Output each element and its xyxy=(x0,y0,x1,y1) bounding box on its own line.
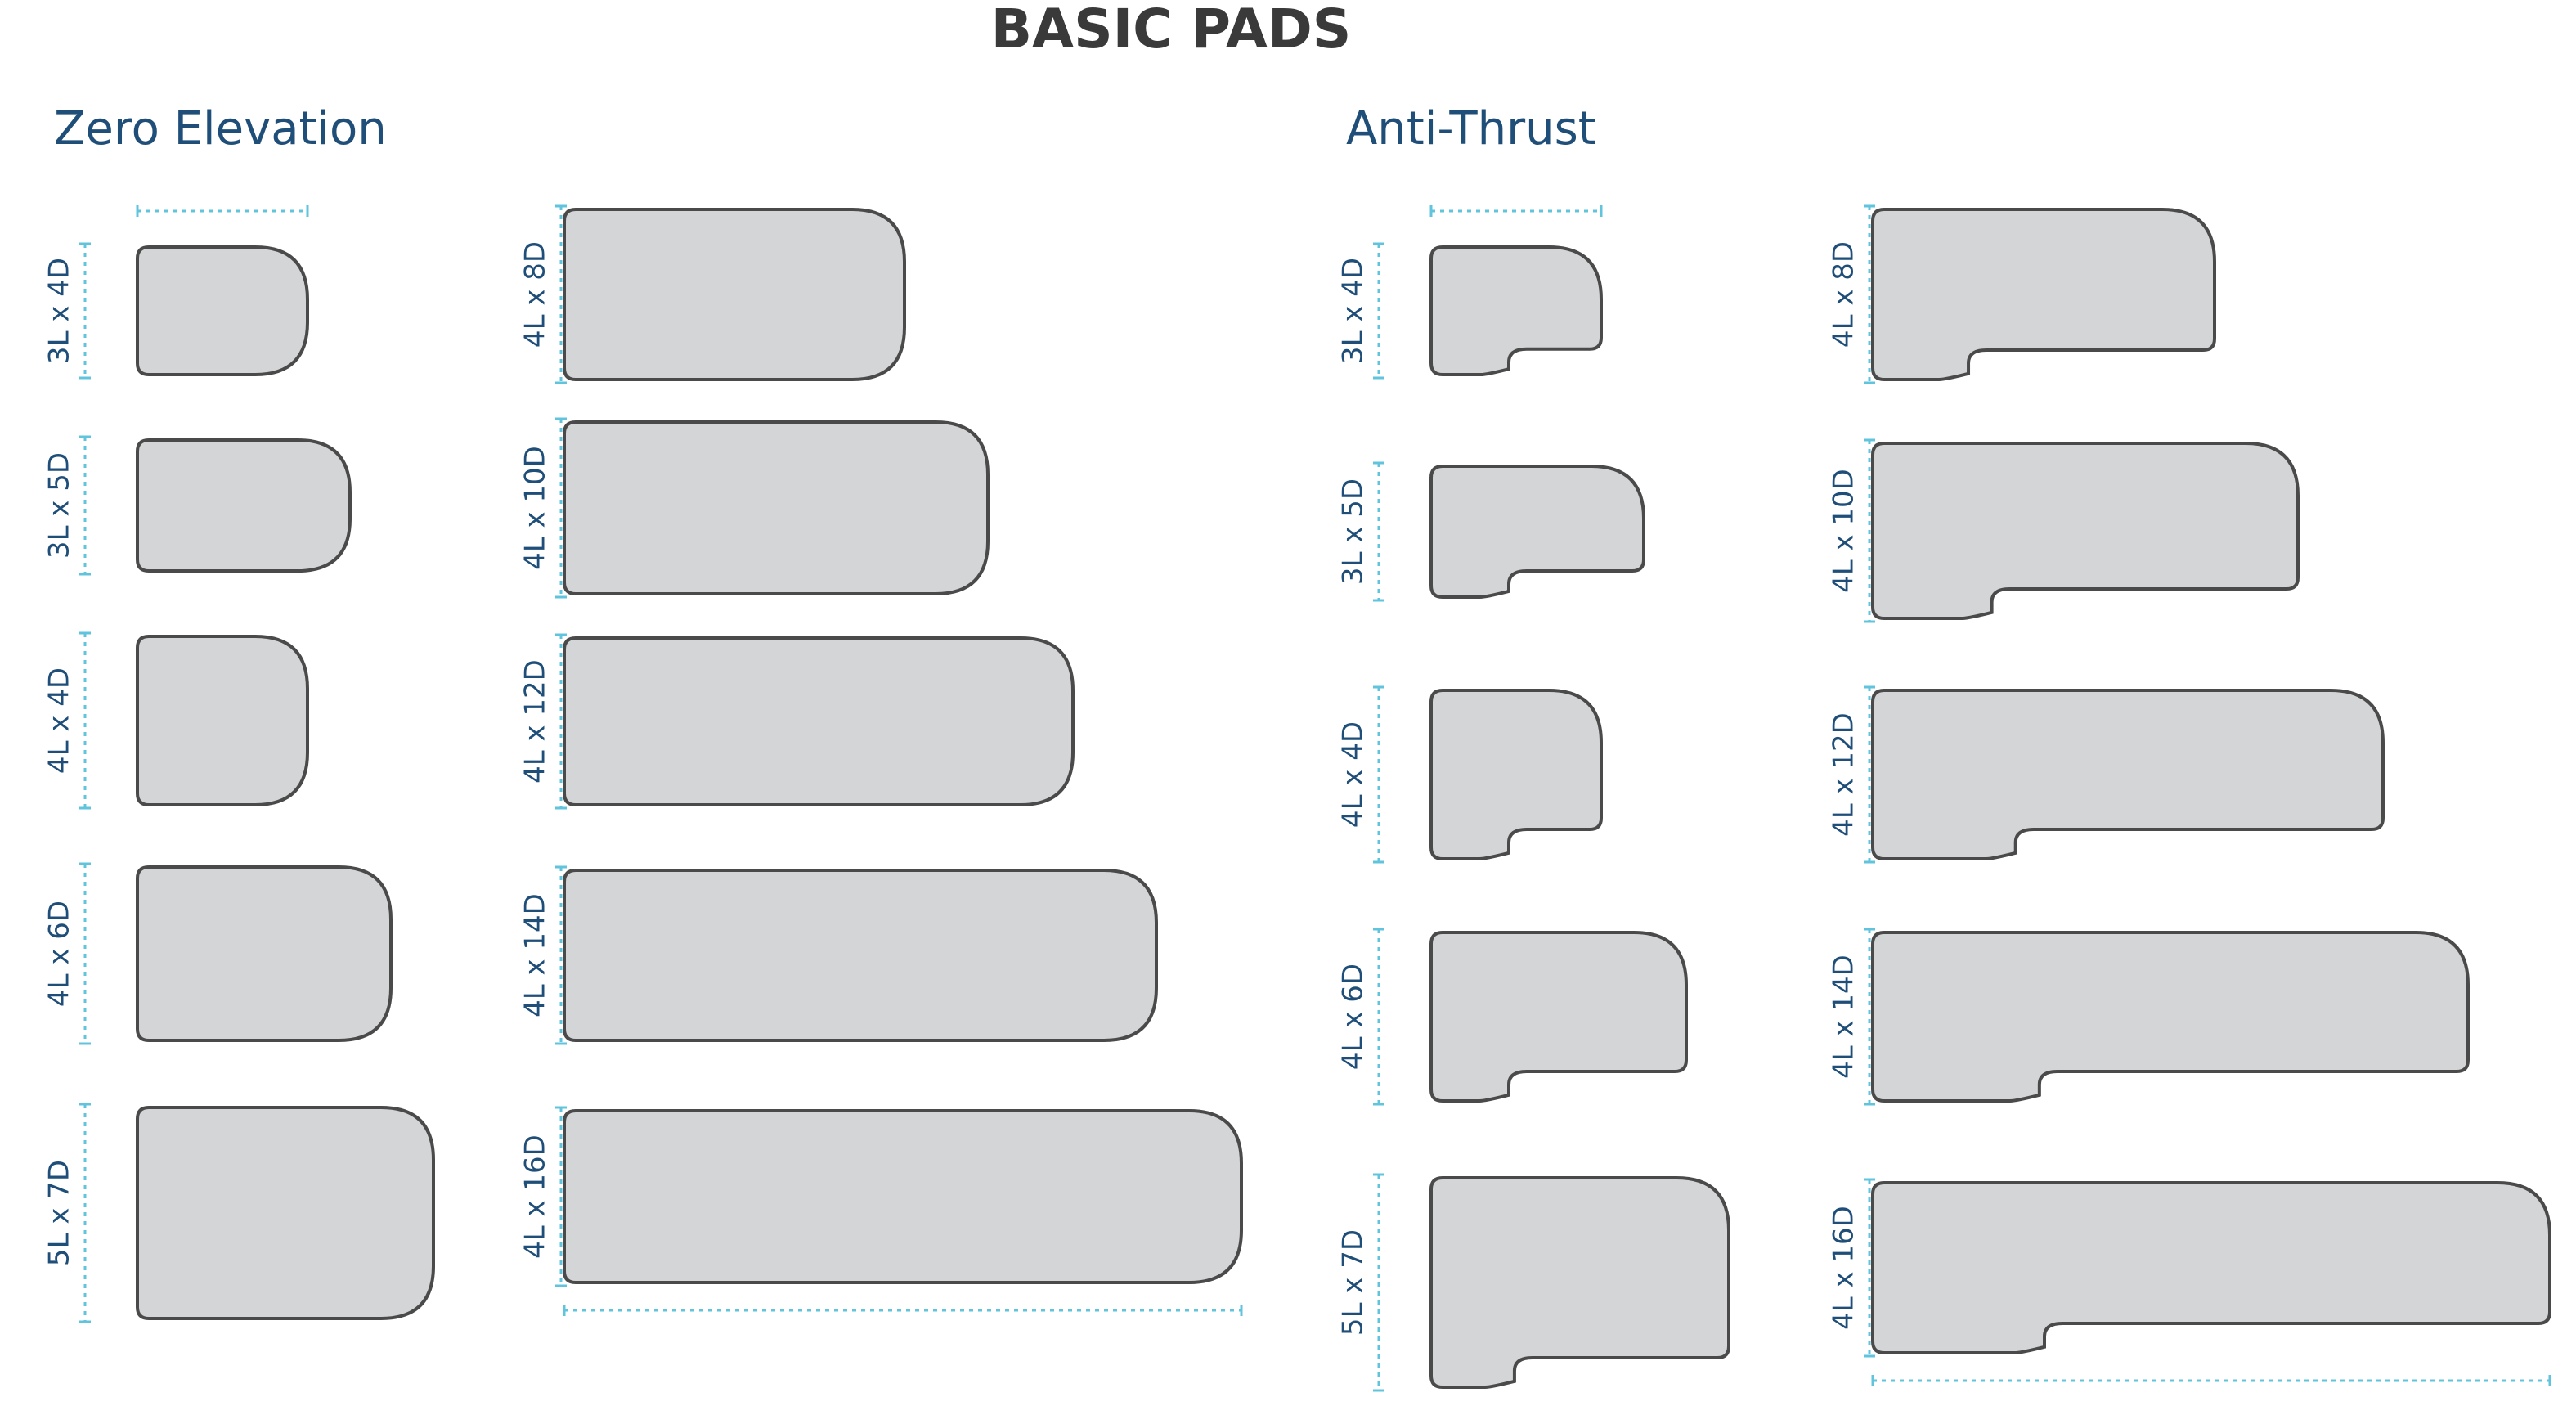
zeroelevation-pad-3lx4d xyxy=(136,245,309,376)
zeroelevation-pad-4lx4d-label: 4L x 4D xyxy=(43,667,76,774)
antithrust-pad-4lx10d-label: 4L x 10D xyxy=(1828,469,1860,593)
zeroelevation-pad-4lx10d xyxy=(563,420,990,595)
zeroelevation-pad-4lx12d-label: 4L x 12D xyxy=(519,659,552,784)
antithrust-pad-4lx16d-depth-dimension xyxy=(1864,1178,1875,1358)
zeroelevation-pad-4lx12d xyxy=(563,636,1075,806)
antithrust-pad-4lx6d-label: 4L x 6D xyxy=(1337,964,1370,1070)
antithrust-pad-5lx7d-depth-dimension xyxy=(1373,1173,1384,1392)
zeroelevation-pad-5lx7d xyxy=(136,1106,435,1320)
antithrust-pad-4lx4d-depth-dimension xyxy=(1373,685,1384,864)
zeroelevation-pad-4lx12d-depth-dimension xyxy=(555,633,567,810)
zeroelevation-pad-4lx14d xyxy=(563,869,1158,1042)
antithrust-pad-4lx16d-label: 4L x 16D xyxy=(1828,1206,1860,1330)
antithrust-pad-3lx5d-depth-dimension xyxy=(1373,461,1384,602)
antithrust-pad-5lx7d-label: 5L x 7D xyxy=(1337,1229,1370,1336)
antithrust-top-length-dimension xyxy=(1429,205,1603,217)
zeroelevation-pad-4lx16d xyxy=(563,1109,1243,1284)
antithrust-pad-3lx4d-label: 3L x 4D xyxy=(1337,258,1370,364)
antithrust-pad-4lx16d xyxy=(1871,1181,2551,1354)
antithrust-pad-4lx12d-label: 4L x 12D xyxy=(1828,712,1860,837)
zeroelevation-pad-4lx6d-label: 4L x 6D xyxy=(43,901,76,1007)
zeroelevation-pad-4lx14d-label: 4L x 14D xyxy=(519,893,552,1017)
zeroelevation-pad-4lx10d-label: 4L x 10D xyxy=(519,446,552,570)
antithrust-pad-4lx8d-label: 4L x 8D xyxy=(1828,241,1860,348)
zeroelevation-pad-4lx4d xyxy=(136,635,309,806)
antithrust-pad-4lx4d xyxy=(1429,689,1603,860)
zeroelevation-pad-3lx5d-label: 3L x 5D xyxy=(43,452,76,559)
antithrust-pad-4lx8d xyxy=(1871,208,2216,381)
zeroelevation-bottom-length-dimension xyxy=(563,1305,1243,1316)
antithrust-pad-4lx14d xyxy=(1871,931,2470,1103)
antithrust-pad-4lx12d xyxy=(1871,689,2385,860)
antithrust-pad-3lx4d-depth-dimension xyxy=(1373,242,1384,380)
zeroelevation-pad-4lx10d-depth-dimension xyxy=(555,417,567,599)
zeroelevation-top-length-dimension xyxy=(136,205,309,217)
antithrust-pad-4lx8d-depth-dimension xyxy=(1864,204,1875,384)
zeroelevation-pad-4lx16d-label: 4L x 16D xyxy=(519,1134,552,1259)
zeroelevation-pad-4lx14d-depth-dimension xyxy=(555,865,567,1045)
zeroelevation-pad-3lx5d-depth-dimension xyxy=(79,435,91,576)
zeroelevation-pad-5lx7d-depth-dimension xyxy=(79,1103,91,1323)
zeroelevation-pad-4lx4d-depth-dimension xyxy=(79,631,91,810)
zeroelevation-pad-3lx5d xyxy=(136,438,352,573)
antithrust-pad-4lx10d-depth-dimension xyxy=(1864,438,1875,623)
antithrust-pad-4lx10d xyxy=(1871,442,2300,620)
antithrust-pad-4lx6d xyxy=(1429,931,1688,1103)
antithrust-pad-4lx12d-depth-dimension xyxy=(1864,685,1875,864)
zeroelevation-pad-4lx8d xyxy=(563,208,906,381)
antithrust-pad-5lx7d xyxy=(1429,1176,1730,1389)
zero-elevation-title: Zero Elevation xyxy=(54,102,387,155)
zeroelevation-pad-4lx16d-depth-dimension xyxy=(555,1106,567,1287)
zeroelevation-pad-4lx8d-depth-dimension xyxy=(555,204,567,384)
antithrust-pad-4lx4d-label: 4L x 4D xyxy=(1337,721,1370,828)
zeroelevation-pad-4lx6d xyxy=(136,865,393,1042)
zeroelevation-pad-3lx4d-depth-dimension xyxy=(79,242,91,380)
zeroelevation-pad-4lx6d-depth-dimension xyxy=(79,862,91,1045)
antithrust-pad-3lx5d-label: 3L x 5D xyxy=(1337,478,1370,585)
antithrust-pad-3lx4d xyxy=(1429,245,1603,376)
zeroelevation-pad-3lx4d-label: 3L x 4D xyxy=(43,258,76,364)
antithrust-pad-4lx14d-label: 4L x 14D xyxy=(1828,955,1860,1079)
antithrust-bottom-length-dimension xyxy=(1871,1375,2551,1386)
pads-layer: 3L x 4D 3L x 5D 4L x 4D 4L x 6D 5L x 7D 4L x … xyxy=(43,204,2551,1392)
page-title: BASIC PADS xyxy=(991,0,1352,61)
zeroelevation-pad-5lx7d-label: 5L x 7D xyxy=(43,1160,76,1266)
antithrust-pad-4lx6d-depth-dimension xyxy=(1373,928,1384,1106)
anti-thrust-title: Anti-Thrust xyxy=(1346,102,1596,155)
antithrust-pad-4lx14d-depth-dimension xyxy=(1864,928,1875,1106)
antithrust-pad-3lx5d xyxy=(1429,465,1645,599)
zeroelevation-pad-4lx8d-label: 4L x 8D xyxy=(519,241,552,348)
